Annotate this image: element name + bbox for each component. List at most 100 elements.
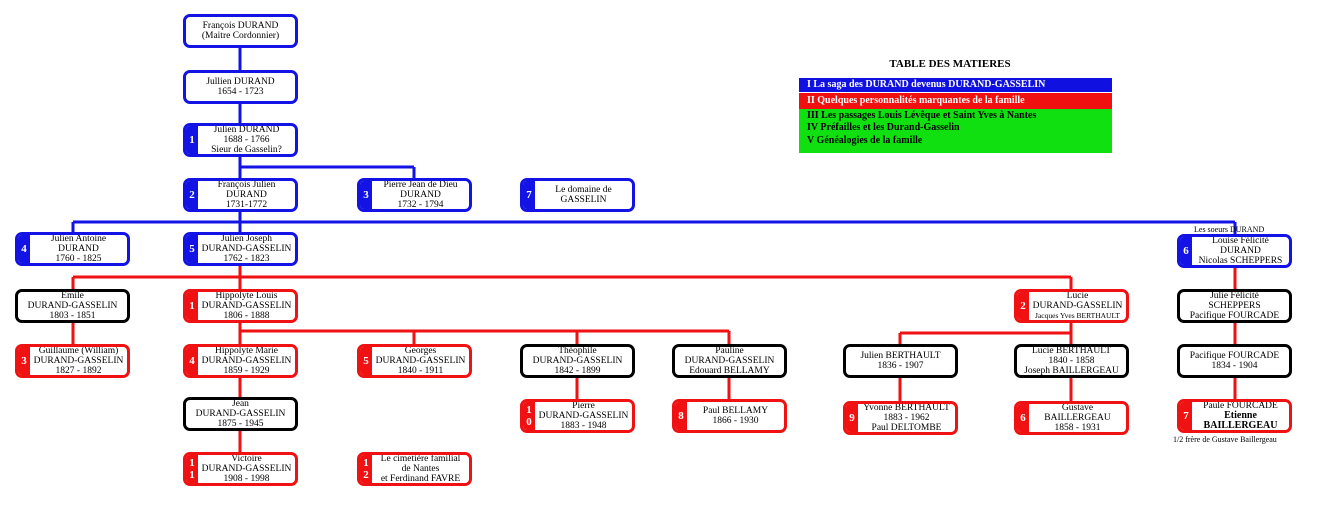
node-line: 1836 - 1907 [877, 361, 924, 371]
node-line: Le domaine de [555, 185, 612, 195]
node-line: Jacques Yves BERTHAULT [1035, 311, 1120, 320]
toc-entry-1[interactable]: I La saga des DURAND devenus DURAND-GASS… [799, 78, 1112, 92]
node-line: Paul BELLAMY [702, 406, 769, 416]
node-line: Paul DELTOMBE [871, 423, 942, 433]
node-line: 1806 - 1888 [223, 311, 270, 321]
node-line: Pacifique FOURCADE [1189, 311, 1280, 321]
node-badge: 9 [846, 404, 858, 432]
node-line: Pacifique FOURCADE [1189, 351, 1280, 361]
node-line: 1732 - 1794 [397, 200, 444, 210]
node-line: DURAND-GASSELIN [375, 356, 466, 366]
node-line: Louise Félicité [1212, 236, 1269, 246]
node-line: DURAND [58, 244, 99, 254]
node-line: Jullien DURAND [206, 77, 275, 87]
toc-entry-3[interactable]: III Les passages Louis Lévêque et Saint … [799, 109, 1112, 122]
node-line: Théophile [558, 346, 597, 356]
node-line: 1859 - 1929 [223, 366, 270, 376]
node-badge: 5 [360, 347, 372, 375]
toc-entry-5[interactable]: V Généalogies de la famille [799, 134, 1112, 153]
node-line: 1842 - 1899 [554, 366, 601, 376]
node-line: DURAND [226, 190, 267, 200]
node-badge: 5 [186, 235, 198, 263]
node-line: 1875 - 1945 [217, 419, 264, 429]
node-line: (Maitre Cordonnier) [201, 31, 280, 41]
demi-frere-note: 1/2 frère de Gustave Baillergeau [1173, 435, 1277, 444]
node-badge: 2 [186, 181, 198, 209]
node-line: Victoire [231, 454, 262, 464]
node-line: Hippolyte Louis [215, 291, 278, 301]
node-line: Lucie [1066, 291, 1089, 301]
node-line: Paule FOURCADE [1203, 401, 1278, 411]
node-francois-durand-maitre[interactable]: François DURAND(Maitre Cordonnier) [183, 14, 298, 48]
node-line: Etienne [1224, 410, 1257, 421]
node-line: Emile [61, 291, 84, 301]
node-line: DURAND-GASSELIN [27, 301, 118, 311]
node-line: 1731-1772 [225, 200, 268, 210]
node-line: 1803 - 1851 [49, 311, 96, 321]
node-line: 1688 - 1766 [223, 135, 270, 145]
node-line: Julien DURAND [213, 125, 280, 135]
node-line: 1908 - 1998 [223, 474, 270, 484]
node-line: Yvonne BERTHAULT [863, 403, 950, 413]
node-line: Nicolas SCHEPPERS [1198, 256, 1283, 266]
node-line: François DURAND [202, 21, 279, 31]
node-line: GASSELIN [560, 195, 607, 205]
node-line: 1827 - 1892 [55, 366, 102, 376]
node-line: Le cimetière familial [380, 454, 461, 464]
node-line: Pierre Jean de Dieu [383, 180, 458, 190]
node-line: Georges [404, 346, 437, 356]
node-line: DURAND-GASSELIN [33, 356, 124, 366]
node-badge: 7 [1180, 402, 1192, 430]
node-line: Guillaume (William) [38, 346, 119, 356]
node-line: DURAND-GASSELIN [201, 356, 292, 366]
node-line: Joseph BAILLERGEAU [1024, 366, 1119, 376]
soeurs-durand-note: Les soeurs DURAND [1194, 225, 1265, 234]
node-line: 1858 - 1931 [1054, 423, 1101, 433]
node-line: Lucie BERTHAULT [1031, 346, 1112, 356]
node-badge: 1 [186, 126, 198, 154]
node-badge: 8 [675, 402, 687, 430]
toc-entry-2[interactable]: II Quelques personnalités marquantes de … [799, 93, 1112, 109]
node-line: 1762 - 1823 [223, 254, 270, 264]
node-line: de Nantes [401, 464, 440, 474]
node-badge: 4 [18, 235, 30, 263]
node-badge: 3 [18, 347, 30, 375]
node-line: Julien Antoine [50, 234, 107, 244]
node-line: DURAND-GASSELIN [538, 411, 629, 421]
toc-entry-4[interactable]: IV Préfailles et les Durand-Gasselin [799, 122, 1112, 134]
node-line: Jean [232, 399, 249, 409]
node-line: 1840 - 1911 [397, 366, 444, 376]
node-badge: 2 [1017, 292, 1029, 320]
